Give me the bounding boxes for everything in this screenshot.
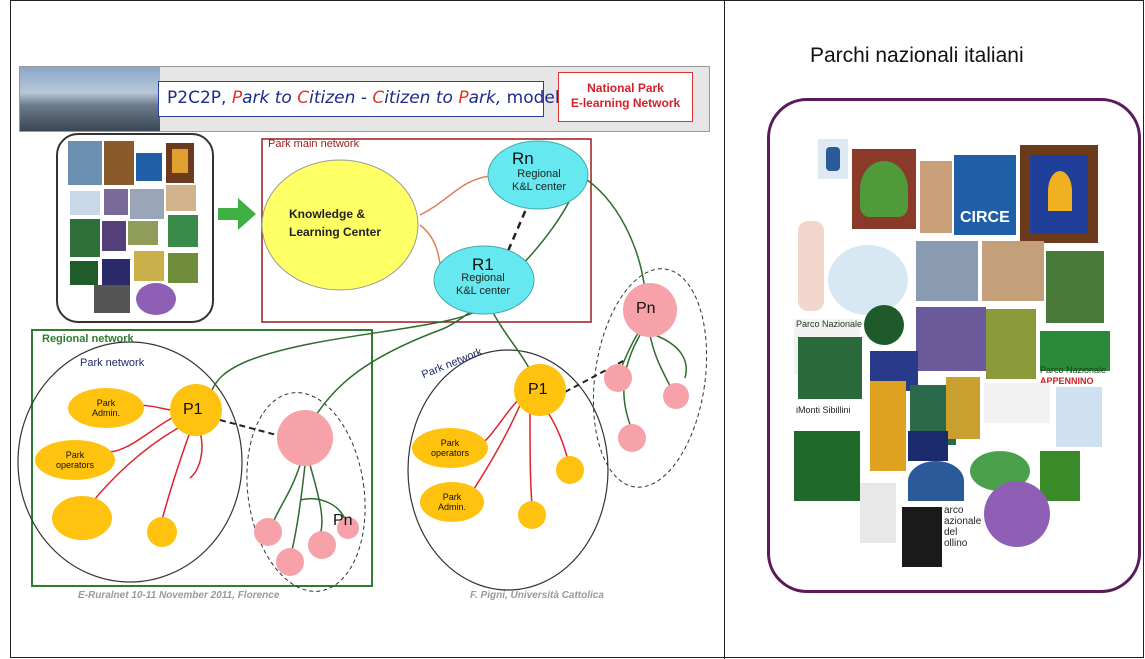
p1-label-left: P1	[183, 401, 203, 418]
regional-network-box	[31, 329, 373, 587]
pn-label-left: Pn	[333, 512, 353, 529]
park-network-left	[17, 341, 243, 583]
appennino-logo-text: Parco Nazionale APPENNINO	[1040, 365, 1107, 386]
footer-author: F. Pigni, Università Cattolica	[470, 590, 604, 601]
r1-title: R1	[472, 255, 494, 274]
circe-logo-text: CIRCE	[960, 209, 1010, 226]
parco-nazionale-logo-text: Parco Nazionale	[796, 319, 863, 329]
park-member-node	[518, 501, 546, 529]
pn-cluster-left	[246, 392, 366, 592]
park-network-right	[407, 349, 609, 591]
regional-center-rn	[487, 140, 589, 210]
rn-title: Rn	[512, 149, 534, 168]
footer-event: E-Ruralnet 10-11 November 2011, Florence	[78, 590, 280, 601]
knowledge-center-label: Knowledge & Learning Center	[289, 207, 382, 239]
park-network-label-left: Park network	[80, 357, 145, 369]
sibillini-logo-text: iMonti Sibillini	[796, 405, 851, 415]
link-p1-pn-left	[219, 419, 289, 439]
pn-cluster-right	[592, 268, 708, 488]
banner-building-photo	[20, 67, 160, 131]
right-panel-title: Parchi nazionali italiani	[810, 44, 1024, 67]
pn-member-node	[254, 518, 282, 546]
park-node-pn-right	[623, 283, 677, 337]
pn-member-node	[337, 517, 359, 539]
park-operators-left	[35, 440, 115, 480]
pn-member-node	[308, 531, 336, 559]
park-logos-thumbnail	[56, 133, 214, 323]
park-member-node	[556, 456, 584, 484]
network-label: National Park E-learning Network	[558, 72, 693, 122]
park-node-pn-left	[277, 410, 333, 466]
pollino-logo-text: arco azionale del ollino	[944, 505, 982, 549]
network-diagram	[17, 138, 708, 592]
model-title: P2C2P, Park to Citizen - Citizen to Park…	[158, 81, 560, 117]
park-node-p1-left	[170, 384, 222, 436]
park-member-node	[52, 496, 112, 540]
park-logos-montage: CIRCE Parco Nazionale Parco Nazionale AP…	[767, 98, 1141, 593]
link-rn-pn-left	[309, 179, 579, 426]
park-operators-right	[412, 428, 488, 468]
park-admin-right	[420, 482, 484, 522]
pn-member-node	[276, 548, 304, 576]
regional-center-r1	[433, 245, 535, 315]
park-main-network-label: Park main network	[268, 138, 360, 150]
pn-label-right: Pn	[636, 300, 656, 317]
park-member-node	[147, 517, 177, 547]
regional-network-label: Regional network	[42, 333, 134, 345]
link-kl-rn	[419, 175, 491, 216]
park-admin-left	[68, 388, 144, 428]
pn-member-node	[618, 424, 646, 452]
flow-arrow	[218, 198, 256, 230]
r1-label: Regional K&L center	[455, 272, 510, 297]
pn-member-node	[604, 364, 632, 392]
slide-frame	[10, 0, 1144, 658]
p1-label-right: P1	[528, 381, 548, 398]
panel-divider	[724, 0, 725, 659]
park-node-p1-right	[514, 364, 566, 416]
link-r1-p1-left	[209, 301, 491, 396]
knowledge-learning-center	[261, 159, 419, 291]
link-p1-pn-right	[564, 359, 626, 393]
rn-label: Regional K&L center	[511, 168, 566, 193]
link-rn-r1	[503, 199, 532, 259]
link-rn-pn-right	[579, 174, 646, 291]
pn-member-node	[663, 383, 689, 409]
